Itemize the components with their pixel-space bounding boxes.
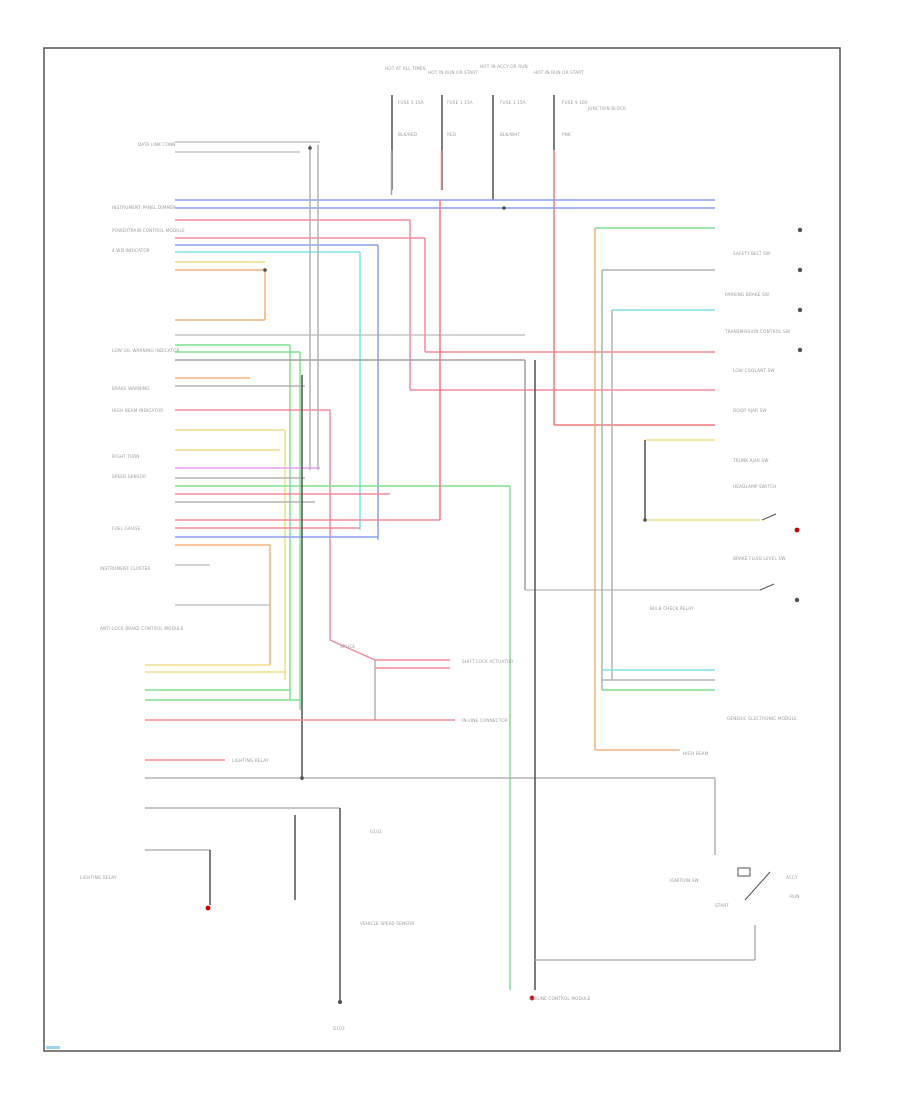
diagram-frame [43,47,841,1052]
data-link-label: DATA LINK CONN [138,142,175,147]
fuse-3-rating: FUSE 3 15A [500,100,526,105]
fuse-3-wire: BLK/WHT [500,132,521,137]
high-beam-indicator-label: HIGH BEAM INDICATOR [112,408,163,413]
g103-label: G103 [333,1026,345,1031]
fuse-2-wire: RED [447,132,456,137]
junction-block-note: JUNCTION BLOCK [587,106,626,111]
fuse-1-title: HOT AT ALL TIMES [385,66,426,71]
splice-label: SPLICE [340,644,355,649]
ignition-switch-label: IGNITION SW [670,878,699,883]
run-label: RUN [790,894,800,899]
bulb-check-label: BULB CHECK RELAY [650,606,694,611]
top-fuse-1: HOT AT ALL TIMES FUSE 5 15A BLK/RED [385,66,426,137]
low-coolant-label: LOW COOLANT SW [733,368,775,373]
fuel-gauge-label: FUEL GAUGE [112,526,141,531]
top-fuse-2: HOT IN RUN OR START FUSE 1 15A RED [428,70,478,137]
4wd-label: 4 WD INDICATOR [112,248,150,253]
right-labels: SAFETY BELT SW PARKING BRAKE SW TRANSMIS… [650,251,800,908]
accy-label: ACCY [786,875,798,880]
harness-wires [145,145,760,1000]
fuse-4-title: HOT IN RUN OR START [534,70,584,75]
trunk-ajar-label: TRUNK AJAR SW [732,458,769,463]
brake-fluid-label: BRAKE FLUID LEVEL SW [733,556,786,561]
instrument-cluster-label: INSTRUMENT CLUSTER [100,566,150,571]
door-ajar-label: DOOR AJAR SW [733,408,767,413]
fuse-drop-wires [390,95,715,426]
fuse-3-title: HOT IN ACCY OR RUN [480,64,528,69]
speed-sensor-label: SPEED SENSOR [112,474,146,479]
top-fuse-4: HOT IN RUN OR START FUSE 9 10A PNK JUNCT… [534,70,626,137]
fuse-4-wire: PNK [562,132,571,137]
pcm-label: POWERTRAIN CONTROL MODULE [112,228,185,233]
fuse-2-rating: FUSE 1 15A [447,100,473,105]
dimmer-label: INSTRUMENT PANEL DIMMER [112,205,176,210]
lighting-relay-bottom-label: LIGHTING RELAY [232,758,269,763]
start-label: START [715,903,729,908]
switch-symbols [737,513,777,901]
middle-labels: SPLICE SHIFT LOCK ACTUATOR IN-LINE CONNE… [340,644,513,723]
left-connector-pins [175,141,525,606]
abs-module-label: ANTI-LOCK BRAKE CONTROL MODULE [100,626,184,631]
g102-label: G102 [370,829,382,834]
headlamp-switch-label: HEADLAMP SWITCH [733,484,776,489]
ecm-label: ENGINE CONTROL MODULE [530,996,591,1001]
parking-brake-label: PARKING BRAKE SW [725,292,769,297]
fuse-4-rating: FUSE 9 10A [562,100,588,105]
fuse-1-rating: FUSE 5 15A [398,100,424,105]
top-fuse-3: HOT IN ACCY OR RUN FUSE 3 15A BLK/WHT [480,64,528,137]
shift-lock-label: SHIFT LOCK ACTUATOR [462,659,513,664]
brake-warning-label: BRAKE WARNING [112,386,150,391]
high-beam-label: HIGH BEAM [683,751,709,756]
bottom-labels: LIGHTING RELAY VEHICLE SPEED SENSOR ENGI… [232,758,591,1031]
corner-mark [46,1046,60,1049]
left-labels: DATA LINK CONN INSTRUMENT PANEL DIMMER P… [80,142,185,880]
connector-dots [205,146,803,1004]
lighting-relay-left-label: LIGHTING RELAY [80,875,117,880]
fuse-2-title: HOT IN RUN OR START [428,70,478,75]
vss-label: VEHICLE SPEED SENSOR [360,921,414,926]
inline-connector-label: IN-LINE CONNECTOR [462,718,508,723]
safety-belt-label: SAFETY BELT SW [733,251,770,256]
gem-label: GENERIC ELECTRONIC MODULE [727,716,797,721]
fuse-1-wire: BLK/RED [398,132,417,137]
low-oil-label: LOW OIL WARNING INDICATOR [112,348,180,353]
right-turn-label: RIGHT TURN [112,454,140,459]
trans-control-label: TRANSMISSION CONTROL SW [724,329,790,334]
